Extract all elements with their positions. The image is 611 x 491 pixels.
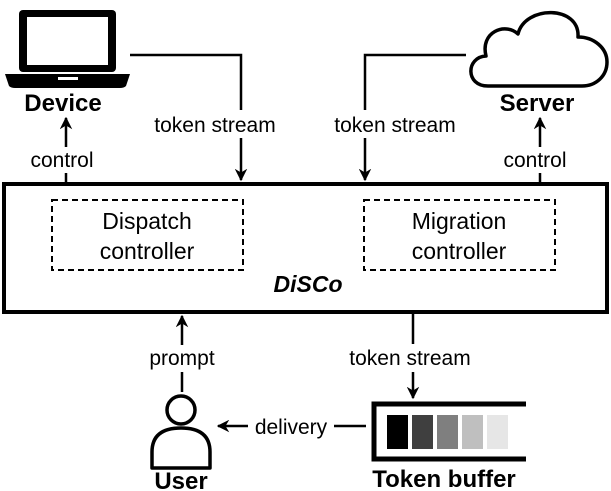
- server-label: Server: [500, 90, 575, 117]
- token-cell: [462, 415, 483, 449]
- token-buffer-icon: [371, 401, 526, 462]
- token-cell: [487, 415, 508, 449]
- delivery-edge: delivery: [216, 414, 366, 441]
- server-token-stream-label: token stream: [334, 114, 455, 137]
- migration-controller-line1: Migration: [412, 208, 507, 234]
- token-cell: [412, 415, 433, 449]
- token-cell: [437, 415, 458, 449]
- migration-controller-line2: controller: [412, 238, 507, 264]
- token-buffer-frame: [371, 401, 526, 462]
- user-label: User: [154, 468, 207, 491]
- disco-box: DiSCo: [2, 182, 609, 314]
- disco-label: DiSCo: [274, 271, 343, 297]
- device-token-stream-label: token stream: [154, 114, 275, 137]
- cloud-icon: [469, 10, 609, 88]
- token-cell: [387, 415, 408, 449]
- server-token-stream-edge: token stream: [318, 53, 468, 182]
- dispatch-controller-line2: controller: [100, 238, 195, 264]
- buffer-token-stream-edge: token stream: [336, 312, 486, 400]
- server-token-stream-arrow: [358, 53, 466, 182]
- dispatch-controller-box: Dispatch controller: [51, 199, 244, 271]
- token-buffer-label: Token buffer: [372, 466, 516, 491]
- migration-controller-box: Migration controller: [363, 199, 556, 271]
- server-control-edge: control: [496, 116, 574, 183]
- prompt-edge: prompt: [136, 314, 228, 392]
- device-label: Device: [24, 90, 101, 117]
- device-control-label: control: [30, 149, 93, 172]
- user-icon: [150, 394, 212, 470]
- device-control-edge: control: [24, 116, 102, 183]
- device-token-stream-arrow: [130, 53, 248, 182]
- laptop-icon: [5, 10, 130, 88]
- server-control-label: control: [503, 149, 566, 172]
- delivery-label: delivery: [255, 416, 328, 439]
- prompt-label: prompt: [149, 347, 215, 370]
- device-token-stream-edge: token stream: [130, 53, 290, 182]
- buffer-token-stream-label: token stream: [349, 347, 470, 370]
- dispatch-controller-line1: Dispatch: [102, 208, 191, 234]
